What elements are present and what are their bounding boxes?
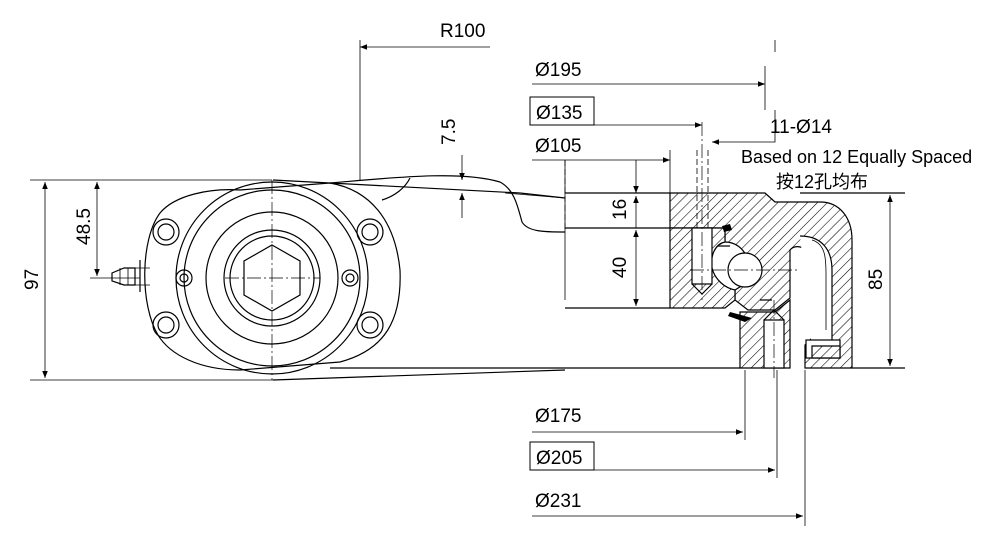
label-h85: 85: [866, 269, 887, 290]
d205-box: [529, 441, 595, 471]
dimension-labels: R100 Ø195 Ø135 11-Ø14 Ø105 Based on 12 E…: [22, 21, 972, 512]
bearing-section-view: [564, 122, 905, 378]
label-d195: Ø195: [535, 60, 581, 81]
label-d205: Ø205: [536, 448, 582, 469]
label-r100: R100: [440, 21, 485, 42]
bolt-hole: [356, 218, 384, 246]
bolt-hole: [152, 311, 180, 339]
label-gap: 7.5: [439, 119, 460, 145]
bolt-hole: [175, 269, 193, 287]
label-h40: 40: [610, 257, 631, 278]
label-d175: Ø175: [535, 406, 581, 427]
label-holes: 11-Ø14: [770, 117, 832, 138]
grease-nipple: [111, 267, 136, 286]
label-spacing-en: Based on 12 Equally Spaced: [741, 147, 972, 167]
motor-body-view: [111, 175, 566, 381]
dimension-lines: [30, 40, 893, 526]
label-h16: 16: [610, 199, 631, 220]
label-d135: Ø135: [536, 103, 582, 124]
label-h97: 97: [22, 269, 43, 290]
label-d231: Ø231: [535, 491, 581, 512]
bolt-hole: [341, 269, 359, 287]
d135-box: [529, 96, 595, 126]
label-spacing-cn: 按12孔均布: [776, 172, 868, 192]
bolt-hole: [152, 218, 180, 246]
bolt-hole: [356, 311, 384, 339]
label-d105: Ø105: [535, 136, 581, 157]
label-h48: 48.5: [74, 208, 95, 245]
